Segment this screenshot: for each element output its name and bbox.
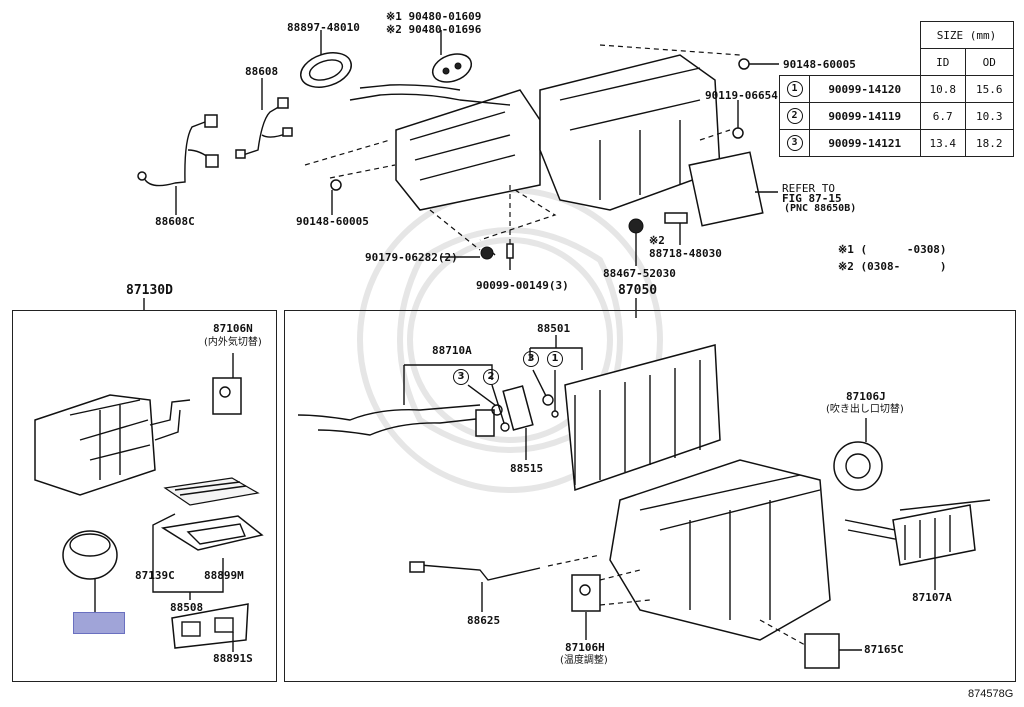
label-87106h-desc: (温度調整)	[560, 655, 608, 666]
label-88891s[interactable]: 88891S	[213, 652, 253, 665]
label-88608c[interactable]: 88608C	[155, 215, 195, 228]
wire-harness-88608c	[137, 114, 219, 215]
leader-88508-bracket	[152, 513, 224, 600]
label-87165c[interactable]: 87165C	[864, 643, 904, 656]
size-col-od: OD	[964, 48, 1014, 76]
label-88508[interactable]: 88508	[170, 601, 204, 614]
label-90179-06282[interactable]: 90179-06282(2)	[365, 251, 458, 264]
size-table: SIZE (mm) ID OD 1 90099-14120 10.8 15.6 …	[779, 21, 1014, 157]
table-row: 3 90099-14121 13.4 18.2	[779, 129, 1014, 157]
ref-circle-3-evap: 3	[523, 351, 539, 367]
label-87050[interactable]: 87050	[618, 283, 658, 298]
right-group-box-87050	[284, 310, 1016, 682]
part-number[interactable]: 90099-14120	[809, 75, 921, 103]
refer-to-line1: REFER TO	[782, 182, 835, 195]
label-88710a[interactable]: 88710A	[432, 344, 472, 357]
expansion-valve-88515	[502, 385, 534, 460]
label-87139c[interactable]: 87139C	[135, 569, 175, 582]
ref-circle-2-tube: 2	[483, 369, 499, 385]
label-88899m[interactable]: 88899M	[204, 569, 244, 582]
ref-circle-3-tube: 3	[453, 369, 469, 385]
filter-87139c	[163, 477, 260, 506]
footnote-1: ※1 ( -0308)	[838, 243, 947, 256]
inner-diameter: 10.8	[919, 75, 966, 103]
heater-core-87107a	[844, 499, 991, 590]
label-88515[interactable]: 88515	[510, 462, 544, 475]
part-number[interactable]: 90099-14119	[809, 102, 921, 130]
label-87106n-desc: (内外気切替)	[204, 337, 262, 348]
inner-diameter: 13.4	[919, 129, 966, 157]
grommet-90480	[431, 30, 473, 83]
label-88625[interactable]: 88625	[467, 614, 501, 627]
label-90148-60005-left[interactable]: 90148-60005	[296, 215, 369, 228]
outer-diameter: 18.2	[964, 129, 1014, 157]
label-87106j-desc: (吹き出し口切替)	[826, 404, 904, 415]
grommet-88897-48010	[300, 30, 352, 88]
wire-harness-88608	[235, 78, 293, 159]
sensor-88625	[409, 554, 601, 612]
outer-diameter: 10.3	[964, 102, 1014, 130]
label-90148-60005-right[interactable]: 90148-60005	[783, 58, 856, 71]
inner-diameter: 6.7	[919, 102, 966, 130]
highlighted-part-label[interactable]	[73, 612, 125, 634]
label-87106n[interactable]: 87106N	[213, 322, 253, 335]
refer-to-line2[interactable]: FIG 87-15	[782, 192, 842, 205]
figure-id: 874578G	[968, 688, 1014, 700]
tube-88710a	[297, 364, 495, 437]
size-table-header: SIZE (mm)	[919, 21, 1014, 49]
label-88718-48030[interactable]: 88718-48030	[649, 247, 722, 260]
evaporator-88501	[564, 344, 721, 492]
label-87107a[interactable]: 87107A	[912, 591, 952, 604]
ref-circle-1-evap: 1	[547, 351, 563, 367]
label-90480-01609[interactable]: ※1 90480-01609	[386, 10, 482, 23]
filter-case-88899m	[160, 515, 264, 551]
table-row: 1 90099-14120 10.8 15.6	[779, 75, 1014, 103]
label-88897-48010[interactable]: 88897-48010	[287, 21, 360, 34]
label-90480-01696[interactable]: ※2 90480-01696	[386, 23, 482, 36]
heater-case-87050	[609, 459, 831, 641]
label-90099-00149[interactable]: 90099-00149(3)	[476, 279, 569, 292]
outer-diameter: 15.6	[964, 75, 1014, 103]
footnote-2: ※2 (0308- )	[838, 260, 947, 273]
label-87130d[interactable]: 87130D	[126, 283, 173, 298]
damper-servo-87106n	[212, 353, 242, 415]
blower-unit-assembly	[34, 394, 191, 612]
damper-88891s	[171, 603, 249, 652]
label-88467-52030[interactable]: 88467-52030	[603, 267, 676, 280]
ref-circle-3: 3	[786, 135, 803, 151]
refer-to-line3: (PNC 88650B)	[784, 203, 857, 214]
label-90119-06654[interactable]: 90119-06654	[705, 89, 778, 102]
damper-servo-87106j	[833, 418, 883, 491]
damper-servo-87106h	[571, 569, 651, 640]
heater-unit-assembly-top	[304, 44, 779, 270]
actuator-87165c	[759, 619, 862, 669]
label-87106j[interactable]: 87106J	[846, 390, 886, 403]
part-number[interactable]: 90099-14121	[809, 129, 921, 157]
left-group-box-87130d	[12, 310, 277, 682]
size-col-id: ID	[919, 48, 966, 76]
label-88718-note: ※2	[649, 234, 665, 247]
orings	[467, 335, 583, 432]
label-87106h[interactable]: 87106H	[565, 641, 605, 654]
table-row: 2 90099-14119 6.7 10.3	[779, 102, 1014, 130]
label-88501[interactable]: 88501	[537, 322, 571, 335]
ref-circle-2: 2	[786, 108, 803, 124]
label-88608[interactable]: 88608	[245, 65, 279, 78]
ref-circle-1: 1	[786, 81, 803, 97]
